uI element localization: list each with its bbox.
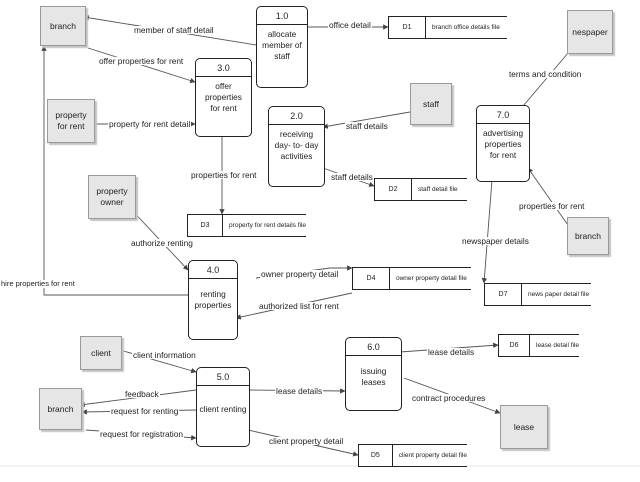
process-name: offer properties for rent — [205, 81, 242, 113]
datastore-d3[interactable]: D3 property for rent details file — [187, 214, 306, 237]
process-5-client-renting[interactable]: 5.0 client renting — [196, 367, 250, 447]
datastore-name: property for rent details file — [229, 222, 306, 229]
label-request-for-renting: request for renting — [110, 406, 180, 416]
label-property-for-rent-detail: property for rent detail — [108, 119, 192, 129]
process-name: renting properties — [194, 289, 232, 310]
datastore-d5[interactable]: D5 client property detail file — [358, 444, 467, 467]
datastore-name: staff detail file — [418, 186, 458, 193]
process-4-renting-properties[interactable]: 4.0 renting properties — [188, 260, 238, 340]
label-owner-property-detail: owner property detail — [260, 269, 340, 279]
process-7-advertising-properties-for-rent[interactable]: 7.0 advertising properties for rent — [476, 105, 530, 182]
entity-branch-right[interactable]: branch — [567, 217, 609, 255]
label-feedback: feedback — [124, 389, 160, 399]
label-properties-for-rent-left: properties for rent — [190, 170, 258, 180]
label-terms-and-condition: terms and condition — [508, 69, 583, 79]
process-number: 2.0 — [269, 107, 324, 125]
process-number: 5.0 — [197, 368, 249, 386]
datastore-d4[interactable]: D4 owner property detail file — [352, 267, 471, 290]
datastore-d7[interactable]: D7 news paper detail file — [484, 283, 591, 306]
process-6-issuing-leases[interactable]: 6.0 issuing leases — [345, 337, 402, 411]
datastore-id: D6 — [499, 335, 530, 356]
datastore-name: owner property detail file — [396, 275, 467, 282]
datastore-d6[interactable]: D6 lease detail file — [498, 334, 579, 357]
datastore-name: lease detail file — [536, 342, 579, 349]
process-number: 7.0 — [477, 106, 529, 124]
label-lease-details-1: lease details — [275, 386, 324, 396]
label-client-information: client information — [132, 350, 197, 360]
entity-property-for-rent[interactable]: property for rent — [47, 99, 95, 143]
label-member-of-staff-detail: member of staff detail — [133, 25, 215, 35]
entity-branch-top[interactable]: branch — [40, 6, 86, 46]
label-contract-procedures: contract procedures — [411, 393, 487, 403]
label-newspaper-details: newspaper details — [461, 236, 530, 246]
datastore-id: D1 — [389, 17, 426, 38]
process-name: advertising properties for rent — [482, 128, 524, 160]
label-offer-properties-for-rent: offer properties for rent — [98, 56, 185, 66]
datastore-id: D3 — [188, 215, 224, 236]
label-office-detail: office detail — [328, 20, 372, 30]
datastore-d1[interactable]: D1 branch office details file — [388, 16, 507, 39]
process-number: 6.0 — [346, 338, 401, 356]
label-request-for-registration: request for registration — [99, 429, 185, 439]
label-staff-details-2: staff details — [330, 172, 374, 182]
entity-branch-bottom[interactable]: branch — [39, 388, 82, 430]
process-3-offer-properties-for-rent[interactable]: 3.0 offer properties for rent — [195, 58, 252, 137]
datastore-name: branch office details file — [432, 24, 500, 31]
process-name: client renting — [199, 404, 247, 414]
process-name: allocate member of staff — [262, 29, 302, 61]
entity-nespaper[interactable]: nespaper — [567, 10, 613, 54]
flow-hire-properties-for-rent — [41, 45, 188, 296]
label-authorized-list-for-rent: authorized list for rent — [258, 301, 340, 311]
label-staff-details-1: staff details — [345, 121, 389, 131]
label-authorize-renting: authorize renting — [130, 238, 194, 248]
entity-property-owner[interactable]: property owner — [88, 175, 136, 219]
flow-terms-and-condition — [517, 45, 575, 113]
label-hire-properties-for-rent: hire properties for rent — [0, 279, 76, 288]
flow-properties-for-rent-right — [527, 167, 571, 229]
label-lease-details-2: lease details — [427, 347, 476, 357]
flow-authorize-renting — [127, 205, 189, 271]
process-1-allocate-member-of-staff[interactable]: 1.0 allocate member of staff — [256, 6, 308, 88]
datastore-id: D7 — [485, 284, 522, 305]
flow-newspaper-details — [481, 179, 493, 284]
process-name: receiving day- to- day activities — [274, 129, 319, 161]
datastore-d2[interactable]: D2 staff detail file — [374, 178, 467, 201]
datastore-id: D5 — [359, 445, 393, 466]
label-properties-for-rent-right: properties for rent — [518, 201, 586, 211]
process-number: 4.0 — [189, 261, 237, 279]
datastore-name: news paper detail file — [528, 291, 590, 298]
flow-staff-details-1 — [322, 111, 411, 129]
entity-client[interactable]: client — [80, 336, 122, 370]
datastore-id: D2 — [375, 179, 412, 200]
datastore-id: D4 — [353, 268, 390, 289]
process-name: issuing leases — [360, 366, 387, 387]
process-number: 3.0 — [196, 59, 251, 77]
entity-staff[interactable]: staff — [410, 83, 452, 125]
process-2-receiving-day-to-day-activities[interactable]: 2.0 receiving day- to- day activities — [268, 106, 325, 187]
entity-lease[interactable]: lease — [500, 405, 548, 449]
label-client-property-detail: client property detail — [268, 436, 345, 446]
datastore-name: client property detail file — [398, 452, 467, 459]
process-number: 1.0 — [257, 7, 307, 25]
